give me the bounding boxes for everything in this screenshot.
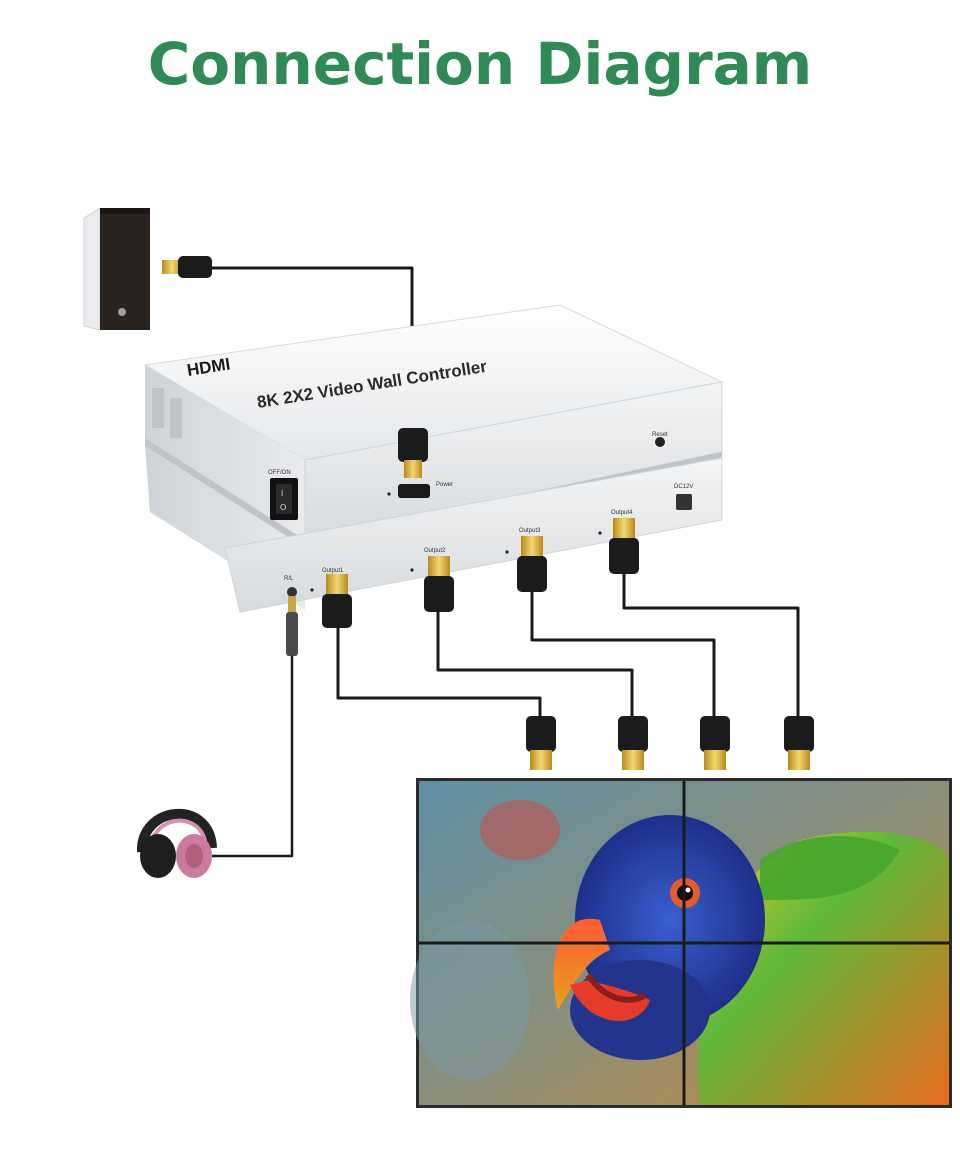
- output2-label: Output2: [424, 548, 446, 554]
- output1-cable: [336, 628, 542, 718]
- hdmi-plug-output4: [609, 518, 639, 574]
- headphones-icon: [136, 808, 217, 878]
- output2-cable: [436, 612, 634, 718]
- power-switch-label: OFF/ON: [268, 470, 291, 476]
- svg-text:I: I: [281, 489, 283, 498]
- reset-label: Reset: [652, 432, 668, 438]
- cables: [208, 266, 800, 858]
- audio-jack[interactable]: [287, 587, 297, 597]
- svg-text:O: O: [280, 503, 286, 512]
- display-hdmi-plugs: [526, 716, 814, 770]
- power-switch[interactable]: I O: [270, 478, 298, 520]
- output3-cable: [530, 592, 716, 718]
- hdmi-plug-output2: [424, 556, 454, 612]
- pc-tower-icon: [83, 207, 150, 331]
- output3-label: Output3: [519, 528, 541, 534]
- hdmi-plug-output3: [517, 536, 547, 592]
- hdmi-input-port[interactable]: [387, 484, 430, 498]
- power-label: Power: [436, 482, 453, 488]
- audio-label: R/L: [284, 576, 294, 582]
- video-wall-icon: [410, 778, 952, 1108]
- hdmi-plug-output1: [322, 574, 352, 628]
- output4-cable: [622, 574, 800, 718]
- output1-label: Output1: [322, 568, 344, 574]
- video-wall-controller: HDMI 8K 2X2 Video Wall Controller OFF/ON…: [143, 304, 724, 613]
- reset-button[interactable]: [655, 437, 665, 447]
- page-title: Connection Diagram: [147, 30, 813, 98]
- side-ports: [152, 388, 182, 438]
- audio-cable: [208, 655, 294, 858]
- dc-label: DC12V: [674, 484, 693, 490]
- audio-plug: [286, 596, 298, 656]
- dc-power-port[interactable]: [676, 494, 692, 510]
- output4-label: Output4: [611, 510, 633, 516]
- hdmi-plug-pc: [162, 256, 212, 278]
- hdmi-plug-input: [398, 428, 428, 478]
